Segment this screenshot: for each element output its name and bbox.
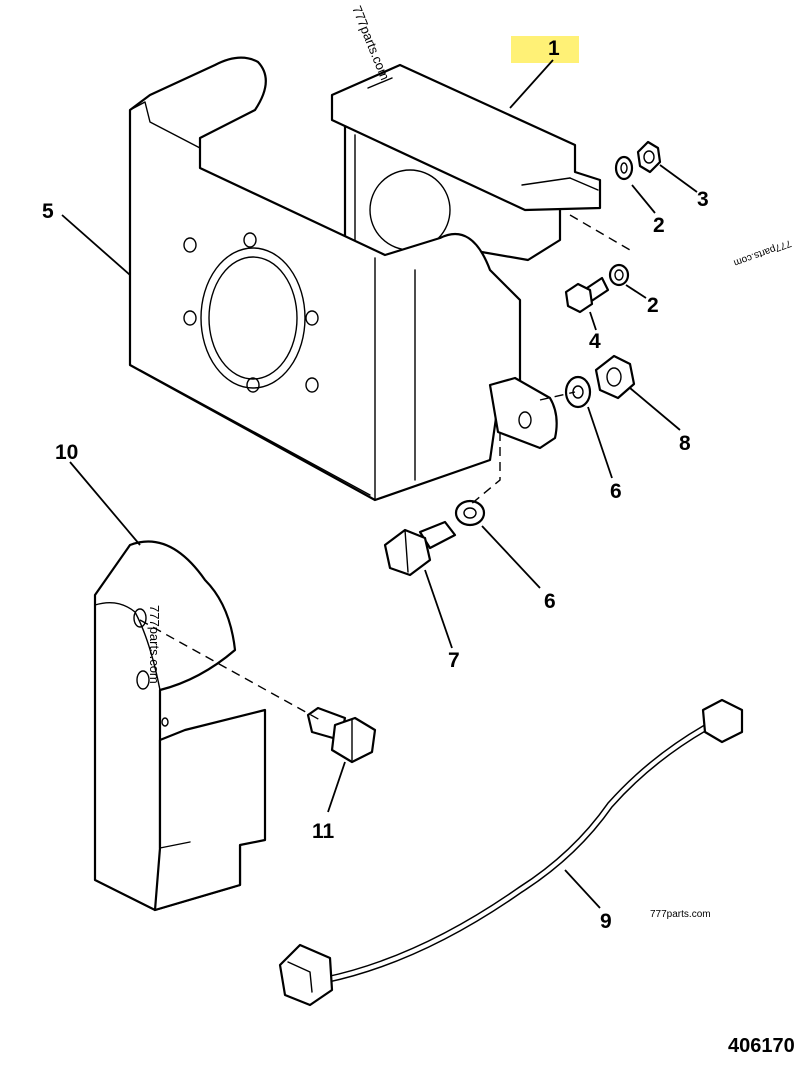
callout-8: 8	[679, 432, 691, 455]
callout-3: 3	[697, 188, 709, 211]
document-number: 406170	[728, 1035, 795, 1057]
callout-4: 4	[589, 330, 601, 353]
part-9-cable	[278, 698, 744, 1007]
part-5-mounting-plate	[128, 56, 558, 502]
part-6-washer-lower	[454, 499, 486, 527]
callout-labels: 1 5 3 2 2 4 8 6 10 6 7 11 9	[42, 37, 709, 933]
callout-5: 5	[42, 200, 54, 223]
leader-lines	[61, 59, 698, 909]
callout-6-upper: 6	[610, 480, 622, 503]
part-7-bolt	[383, 520, 457, 577]
watermark-top: 777parts.com	[349, 4, 392, 83]
part-6-washer-upper	[564, 375, 592, 409]
part-3-nut	[636, 140, 662, 174]
callout-7: 7	[448, 649, 460, 672]
callout-10: 10	[55, 441, 78, 464]
part-4-bolt	[564, 276, 610, 314]
part-2-washer-upper	[614, 155, 634, 181]
part-8-nut	[594, 354, 636, 400]
assembly-lines	[139, 214, 631, 721]
callout-2-lower: 2	[647, 294, 659, 317]
callout-6-lower: 6	[544, 590, 556, 613]
watermark-right: 777parts.com	[732, 237, 793, 268]
callout-1-highlight	[511, 36, 579, 63]
part-10-lower-bracket	[93, 540, 267, 912]
callout-9: 9	[600, 910, 612, 933]
part-2-washer-lower	[608, 263, 630, 287]
watermark-left: 777parts.com	[147, 605, 162, 684]
watermark-bottom: 777parts.com	[650, 909, 711, 920]
callout-1: 1	[548, 37, 560, 60]
callout-11: 11	[312, 820, 335, 843]
part-11-bolt	[306, 706, 377, 764]
callout-2-upper: 2	[653, 214, 665, 237]
